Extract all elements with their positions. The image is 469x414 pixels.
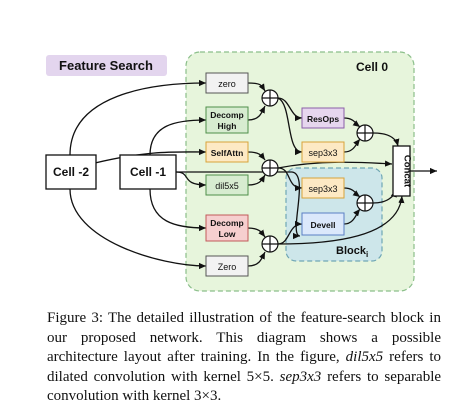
cell0-label: Cell 0 <box>356 60 388 74</box>
edge-cm1-long <box>176 171 301 240</box>
add-icon-3 <box>261 235 279 253</box>
op-decomp-high <box>205 106 249 134</box>
op-sep3x3-a-label: sep3x3 <box>308 148 337 158</box>
op-dil5x5 <box>205 174 249 196</box>
add-icon-1 <box>261 89 279 107</box>
edge-cm2-zero-bottom <box>69 188 207 270</box>
op-selfattn <box>205 141 249 163</box>
edge-dil5x5-add2 <box>247 174 266 186</box>
edge-decomphigh-add1 <box>247 105 266 121</box>
edge-add2-sep3x3b <box>277 167 303 192</box>
edge-add1-resops <box>277 97 303 122</box>
feature-search-diagram: Feature Search Cell 0 <box>45 51 437 292</box>
caption-text-1: The detailed illustration of the feature… <box>47 310 441 365</box>
op-decomp-low <box>205 214 249 242</box>
op-zero-bottom <box>205 255 249 277</box>
edge-devell-add5 <box>343 208 361 225</box>
cell-m2-label: Cell -2 <box>53 165 89 179</box>
add-icon-5 <box>356 194 374 212</box>
edge-sep3x3b-add5 <box>343 187 361 198</box>
title-box <box>46 55 167 76</box>
edge-sep3x3a-add4 <box>343 138 361 153</box>
cell-m1-label: Cell -1 <box>130 165 166 179</box>
edge-selfattn-add2 <box>247 151 266 161</box>
op-sep3x3-b-label: sep3x3 <box>308 184 337 194</box>
edge-cm2-zero <box>69 79 207 156</box>
edge-decomplow-add3 <box>247 227 266 238</box>
op-zero-top <box>205 72 249 94</box>
op-zero-top-label: zero <box>218 79 236 89</box>
block-label-subscript: i <box>366 250 368 259</box>
cell-m1-box <box>119 154 177 190</box>
edge-zerobottom-add3 <box>247 251 266 267</box>
caption-text-2: refers to dilated convolution with kerne… <box>47 349 441 385</box>
edge-add3-concat <box>277 195 405 245</box>
caption-fig-label: Figure 3: <box>47 310 104 326</box>
op-decomp-low-label-1: Decomp <box>210 218 244 228</box>
add-icon-4 <box>356 124 374 142</box>
caption-term-2: sep3x3 <box>279 368 322 385</box>
diagram-title: Feature Search <box>59 58 153 73</box>
op-dil5x5-label: dil5x5 <box>215 181 239 191</box>
op-sep3x3-b <box>301 177 345 199</box>
op-decomp-high-label-2: High <box>218 121 237 131</box>
edge-add1-sep3x3a <box>277 97 303 156</box>
op-sep3x3-a <box>301 141 345 163</box>
op-decomp-high-label-1: Decomp <box>210 110 244 120</box>
op-selfattn-label: SelfAttn <box>211 148 244 158</box>
caption-term-1: dil5x5 <box>345 349 384 365</box>
concat-box <box>392 145 411 197</box>
edge-cm1-decomp-low <box>149 188 207 232</box>
add-icon-2 <box>261 159 279 177</box>
block-label: Blocki <box>336 245 368 259</box>
edge-zero-add1 <box>247 82 266 92</box>
op-devell-label: Devell <box>310 220 335 230</box>
edge-add4-concat <box>372 132 400 147</box>
op-devell <box>301 212 345 236</box>
concat-label: Concat <box>402 155 413 188</box>
block-label-text: Block <box>336 245 367 257</box>
edge-cm2-selfattn <box>94 148 207 164</box>
cell-m2-box <box>45 154 97 190</box>
op-zero-bottom-label: Zero <box>218 262 237 272</box>
caption-text-3: refers to separable convolution with ker… <box>47 368 442 405</box>
figure-caption: Figure 3: The detailed illustration of t… <box>47 309 441 407</box>
edge-cm1-decomp-high <box>149 116 207 156</box>
op-resops <box>301 107 345 129</box>
edge-resops-add4 <box>343 117 361 128</box>
op-resops-label: ResOps <box>307 114 339 124</box>
op-decomp-low-label-2: Low <box>219 229 236 239</box>
